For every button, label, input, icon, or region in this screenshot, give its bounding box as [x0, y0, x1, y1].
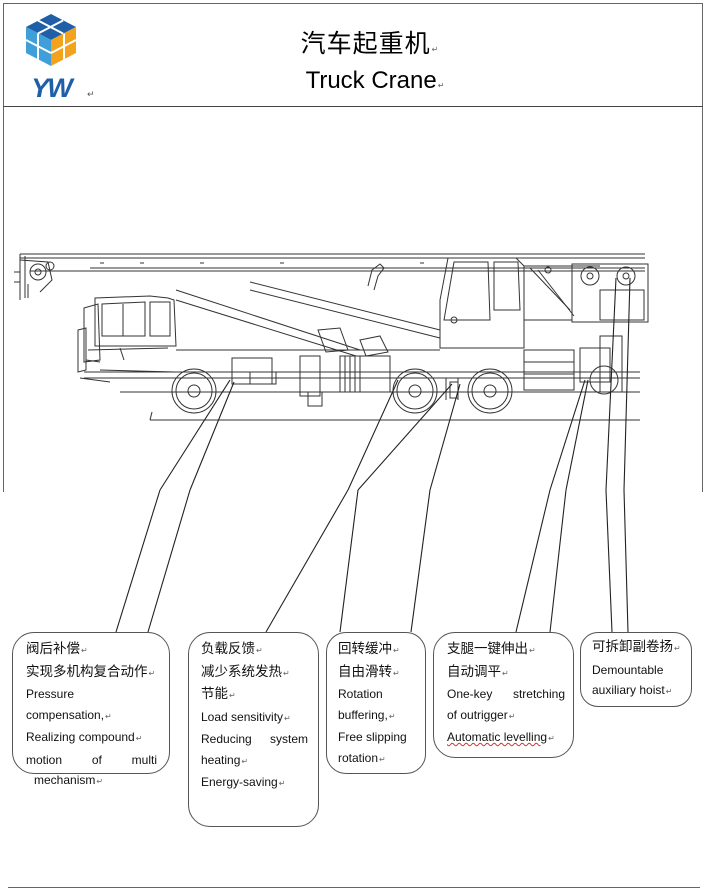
svg-text:YW: YW [31, 73, 75, 102]
callout-load-sensitivity: 负载反馈↵ 减少系统发热↵ 节能↵ Load sensitivity↵ Redu… [188, 632, 319, 827]
callout-en-line: mechanism↵ [34, 773, 104, 787]
luffing-cylinder [175, 281, 441, 357]
callout-cn-line: 阀后补偿↵ [26, 641, 88, 657]
company-logo: YW [16, 12, 86, 103]
callout-en-line: One-key stretching [447, 687, 565, 701]
boom [14, 253, 645, 300]
callout-en-line: Demountable [592, 662, 664, 677]
right-mask [700, 492, 709, 892]
callout-cn-line: 负载反馈↵ [201, 641, 263, 657]
callout-en-line: Free slipping [338, 730, 407, 744]
left-mask [0, 492, 8, 892]
callout-en-line: Pressure compensation,↵ [26, 687, 112, 722]
callout-rotation-buffering: 回转缓冲↵ 自由滑转↵ Rotation buffering,↵ Free sl… [326, 632, 426, 774]
page-title-chinese: 汽车起重机↵ [300, 29, 440, 58]
callout-auxiliary-hoist: 可拆卸副卷扬↵ Demountable auxiliary hoist↵ [580, 632, 692, 707]
paragraph-mark: ↵ [87, 90, 95, 100]
callout-en-line: rotation↵ [338, 750, 386, 765]
callout-en-line: Rotation [338, 687, 383, 701]
callout-cn-line: 自动调平↵ [447, 663, 509, 680]
callout-en-line: Energy-saving↵ [201, 775, 286, 789]
callout-cn-line: 回转缓冲↵ [338, 641, 400, 657]
callout-en-line: Reducing system [201, 732, 308, 746]
cab [77, 295, 177, 383]
callout-en-line: Automatic levelling↵ [447, 730, 555, 744]
callout-cn-line: 减少系统发热↵ [201, 663, 290, 680]
leader-lines [115, 277, 631, 633]
callout-cn-line: 支腿一键伸出↵ [447, 641, 536, 657]
page-title-english: Truck Crane↵ [305, 67, 445, 94]
callout-en-line: of outrigger↵ [447, 707, 516, 722]
callout-cn-line: 可拆卸副卷扬↵ [592, 639, 681, 655]
callout-en-line: buffering,↵ [338, 707, 396, 722]
chassis [84, 335, 640, 421]
callout-pressure-compensation: 阀后补偿↵ 实现多机构复合动作↵ Pressure compensation,↵… [12, 632, 170, 787]
wheels [149, 365, 619, 421]
callout-cn-line: 节能↵ [201, 686, 236, 702]
document-frame [3, 3, 703, 888]
header-divider [3, 106, 703, 107]
callout-outrigger-levelling: 支腿一键伸出↵ 自动调平↵ One-key stretching of outr… [433, 632, 574, 758]
callout-en-line: motion of multi [26, 752, 157, 767]
callout-en-line: Realizing compound↵ [26, 730, 143, 744]
callout-en-line: Load sensitivity↵ [201, 709, 291, 724]
callout-en-line: heating↵ [201, 752, 249, 767]
superstructure [439, 257, 649, 349]
callout-cn-line: 实现多机构复合动作↵ [26, 663, 156, 680]
callout-en-line: auxiliary hoist↵ [592, 683, 673, 697]
callout-cn-line: 自由滑转↵ [338, 663, 400, 680]
